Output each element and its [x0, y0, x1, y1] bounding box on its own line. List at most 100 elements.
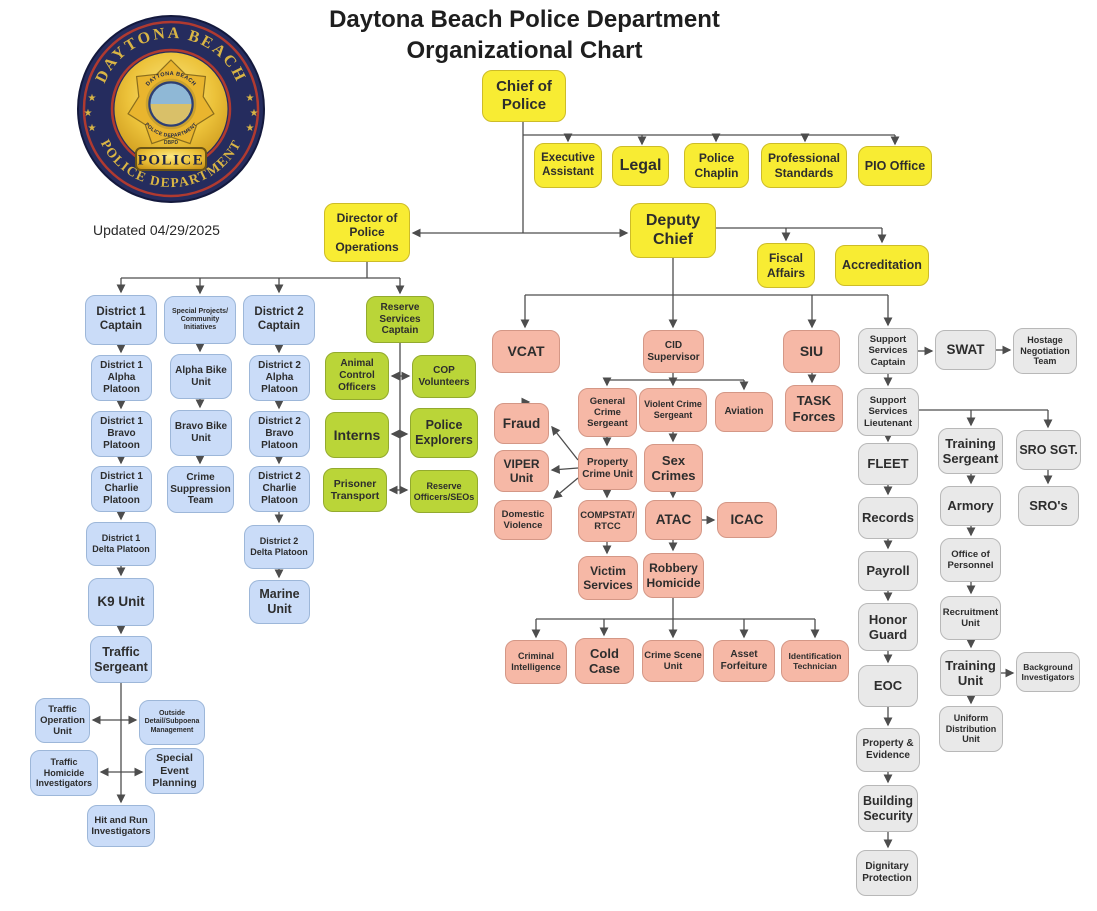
- org-node-d1-delta-platoon: District 1 Delta Platoon: [86, 522, 156, 566]
- org-node-task-forces: TASK Forces: [785, 385, 843, 432]
- org-node-property-evidence: Property & Evidence: [856, 728, 920, 772]
- org-node-animal-control-officers: Animal Control Officers: [325, 352, 389, 400]
- org-node-deputy-chief: Deputy Chief: [630, 203, 716, 258]
- org-node-general-crime-sergeant: General Crime Sergeant: [578, 388, 637, 437]
- org-node-background-investigators: Background Investigators: [1016, 652, 1080, 692]
- org-node-d1-charlie-platoon: District 1 Charlie Platoon: [91, 466, 152, 512]
- org-node-asset-forfeiture: Asset Forfeiture: [713, 640, 775, 682]
- org-node-armory: Armory: [940, 486, 1001, 526]
- org-node-fraud: Fraud: [494, 403, 549, 444]
- org-node-outside-detail-subpoena: Outside Detail/Subpoena Management: [139, 700, 205, 745]
- org-node-traffic-sergeant: Traffic Sergeant: [90, 636, 152, 683]
- org-node-fleet: FLEET: [858, 443, 918, 485]
- org-node-uniform-distribution-unit: Uniform Distribution Unit: [939, 706, 1003, 752]
- org-node-support-services-lieutenant: Support Services Lieutenant: [857, 388, 919, 436]
- org-node-special-event-planning: Special Event Planning: [145, 748, 204, 794]
- org-node-d1-bravo-platoon: District 1 Bravo Platoon: [91, 411, 152, 457]
- org-node-swat: SWAT: [935, 330, 996, 370]
- org-node-support-services-captain: Support Services Captain: [858, 328, 918, 374]
- org-node-district2-captain: District 2 Captain: [243, 295, 315, 345]
- org-node-siu: SIU: [783, 330, 840, 373]
- org-node-director-police-operations: Director of Police Operations: [324, 203, 410, 262]
- org-node-property-crime-unit: Property Crime Unit: [578, 448, 637, 490]
- org-node-reserve-officers-seos: Reserve Officers/SEOs: [410, 470, 478, 513]
- svg-text:★: ★: [246, 93, 255, 104]
- org-node-aviation: Aviation: [715, 392, 773, 432]
- svg-text:★: ★: [246, 123, 255, 134]
- svg-text:★: ★: [88, 123, 97, 134]
- org-node-police-explorers: Police Explorers: [410, 408, 478, 458]
- org-node-legal: Legal: [612, 146, 669, 186]
- org-node-prisoner-transport: Prisoner Transport: [323, 468, 387, 512]
- org-node-pio-office: PIO Office: [858, 146, 932, 186]
- org-node-marine-unit: Marine Unit: [249, 580, 310, 624]
- org-node-robbery-homicide: Robbery Homicide: [643, 553, 704, 598]
- org-node-k9-unit: K9 Unit: [88, 578, 154, 626]
- org-node-interns: Interns: [325, 412, 389, 458]
- org-node-training-unit: Training Unit: [940, 650, 1001, 696]
- org-node-d2-delta-platoon: District 2 Delta Platoon: [244, 525, 314, 569]
- svg-text:★: ★: [84, 108, 93, 119]
- org-node-traffic-operation-unit: Traffic Operation Unit: [35, 698, 90, 743]
- org-node-training-sergeant: Training Sergeant: [938, 428, 1003, 474]
- org-node-cold-case: Cold Case: [575, 638, 634, 684]
- org-node-records: Records: [858, 497, 918, 539]
- org-node-cop-volunteers: COP Volunteers: [412, 355, 476, 398]
- badge-scroll-text: DBPD: [164, 140, 179, 146]
- org-node-hit-and-run-investigators: Hit and Run Investigators: [87, 805, 155, 847]
- org-node-executive-assistant: Executive Assistant: [534, 143, 602, 188]
- org-node-crime-scene-unit: Crime Scene Unit: [642, 640, 704, 682]
- org-node-honor-guard: Honor Guard: [858, 603, 918, 651]
- connector-line: [551, 425, 579, 461]
- page-title: Daytona Beach Police Department Organiza…: [252, 4, 797, 66]
- badge-stars: ★ ★ ★ ★ ★ ★: [84, 93, 259, 134]
- org-node-fiscal-affairs: Fiscal Affairs: [757, 243, 815, 288]
- org-node-icac: ICAC: [717, 502, 777, 538]
- org-node-atac: ATAC: [645, 500, 702, 540]
- org-node-recruitment-unit: Recruitment Unit: [940, 596, 1001, 640]
- org-node-professional-standards: Professional Standards: [761, 143, 847, 188]
- org-node-alpha-bike-unit: Alpha Bike Unit: [170, 354, 232, 399]
- badge-banner-text: POLICE: [138, 153, 205, 169]
- connector-line: [552, 477, 579, 499]
- svg-text:★: ★: [88, 93, 97, 104]
- badge-banner: [135, 147, 207, 171]
- org-node-accreditation: Accreditation: [835, 245, 929, 286]
- org-node-d2-alpha-platoon: District 2 Alpha Platoon: [249, 355, 310, 401]
- org-node-chief-of-police: Chief of Police: [482, 70, 566, 122]
- org-node-identification-technician: Identification Technician: [781, 640, 849, 682]
- org-node-sros: SRO's: [1018, 486, 1079, 526]
- org-node-traffic-homicide-investigators: Traffic Homicide Investigators: [30, 750, 98, 796]
- org-node-bravo-bike-unit: Bravo Bike Unit: [170, 410, 232, 456]
- updated-date: Updated 04/29/2025: [93, 222, 220, 238]
- org-node-violent-crime-sergeant: Violent Crime Sergeant: [639, 388, 707, 432]
- org-node-police-chaplin: Police Chaplin: [684, 143, 749, 188]
- org-node-dignitary-protection: Dignitary Protection: [856, 850, 918, 896]
- org-node-payroll: Payroll: [858, 551, 918, 591]
- org-node-sex-crimes: Sex Crimes: [644, 444, 703, 492]
- org-node-d2-charlie-platoon: District 2 Charlie Platoon: [249, 466, 310, 512]
- org-node-domestic-violence: Domestic Violence: [494, 500, 552, 540]
- title-line-2: Organizational Chart: [406, 37, 643, 64]
- org-node-hostage-negotiation-team: Hostage Negotiation Team: [1013, 328, 1077, 374]
- org-node-d2-bravo-platoon: District 2 Bravo Platoon: [249, 411, 310, 457]
- org-node-d1-alpha-platoon: District 1 Alpha Platoon: [91, 355, 152, 401]
- org-node-cid-supervisor: CID Supervisor: [643, 330, 704, 373]
- org-node-victim-services: Victim Services: [578, 556, 638, 600]
- org-node-office-of-personnel: Office of Personnel: [940, 538, 1001, 582]
- org-node-sro-sgt: SRO SGT.: [1016, 430, 1081, 470]
- title-line-1: Daytona Beach Police Department: [329, 6, 720, 33]
- org-node-crime-suppression-team: Crime Suppression Team: [167, 466, 234, 513]
- org-node-building-security: Building Security: [858, 785, 918, 832]
- org-node-vcat: VCAT: [492, 330, 560, 373]
- org-node-special-projects: Special Projects/ Community Initiatives: [164, 296, 236, 344]
- org-node-viper-unit: VIPER Unit: [494, 450, 549, 492]
- org-node-district1-captain: District 1 Captain: [85, 295, 157, 345]
- svg-text:★: ★: [250, 108, 259, 119]
- org-node-eoc: EOC: [858, 665, 918, 707]
- dbpd-badge-logo: DAYTONA BEACH POLICE DEPARTMENT ★★★ ★★★ …: [77, 15, 265, 203]
- org-node-reserve-services-captain: Reserve Services Captain: [366, 296, 434, 343]
- org-node-compstat-rtcc: COMPSTAT/ RTCC: [578, 500, 637, 542]
- connector-line: [550, 464, 579, 474]
